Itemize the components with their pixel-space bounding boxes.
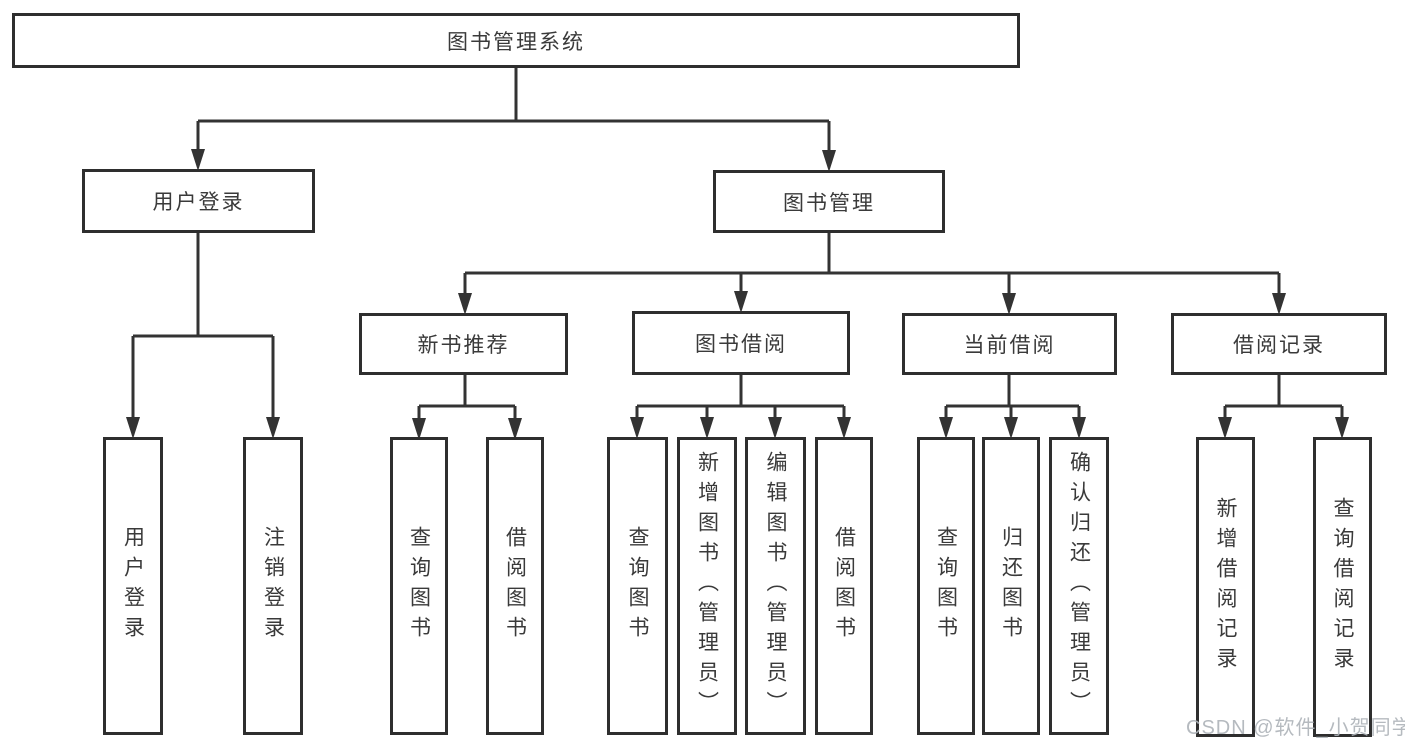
arrowhead-icon <box>837 417 851 439</box>
leaf-add-book-admin: 新增图书（管理员） <box>677 437 737 735</box>
arrowhead-icon <box>700 417 714 439</box>
leaf-user-login: 用户登录 <box>103 437 163 735</box>
node-current-borrowing: 当前借阅 <box>902 313 1117 375</box>
watermark: CSDN @软件_小贺同学 <box>1186 717 1405 739</box>
leaf-confirm-return-admin: 确认归还（管理员） <box>1049 437 1109 735</box>
arrowhead-icon <box>126 417 140 439</box>
arrowhead-icon <box>939 417 953 439</box>
arrowhead-icon <box>1002 293 1016 315</box>
leaf-logout: 注销登录 <box>243 437 303 735</box>
arrowhead-icon <box>1218 417 1232 439</box>
leaf-add-borrow-record: 新增借阅记录 <box>1196 437 1255 737</box>
leaf-return-books: 归还图书 <box>982 437 1040 735</box>
node-new-book-recommendation: 新书推荐 <box>359 313 568 375</box>
leaf-query-books-recommend: 查询图书 <box>390 437 448 735</box>
arrowhead-icon <box>768 417 782 439</box>
node-book-borrowing: 图书借阅 <box>632 311 850 375</box>
node-book-management: 图书管理 <box>713 170 945 233</box>
arrowhead-icon <box>412 418 426 440</box>
arrowhead-icon <box>508 418 522 440</box>
leaf-query-books-current: 查询图书 <box>917 437 975 735</box>
arrowhead-icon <box>1004 417 1018 439</box>
node-user-login: 用户登录 <box>82 169 315 233</box>
node-system-root: 图书管理系统 <box>12 13 1020 68</box>
leaf-query-borrow-record: 查询借阅记录 <box>1313 437 1372 737</box>
arrowhead-icon <box>822 150 836 172</box>
arrowhead-icon <box>734 291 748 313</box>
leaf-query-books-borrow: 查询图书 <box>607 437 668 735</box>
arrowhead-icon <box>266 417 280 439</box>
arrowhead-icon <box>191 149 205 171</box>
leaf-borrow-books-recommend: 借阅图书 <box>486 437 544 735</box>
node-borrowing-records: 借阅记录 <box>1171 313 1387 375</box>
leaf-borrow-books-borrow: 借阅图书 <box>815 437 873 735</box>
arrowhead-icon <box>1072 417 1086 439</box>
arrowhead-icon <box>630 417 644 439</box>
leaf-edit-book-admin: 编辑图书（管理员） <box>745 437 806 735</box>
arrowhead-icon <box>458 293 472 315</box>
arrowhead-icon <box>1272 293 1286 315</box>
arrowhead-icon <box>1335 417 1349 439</box>
